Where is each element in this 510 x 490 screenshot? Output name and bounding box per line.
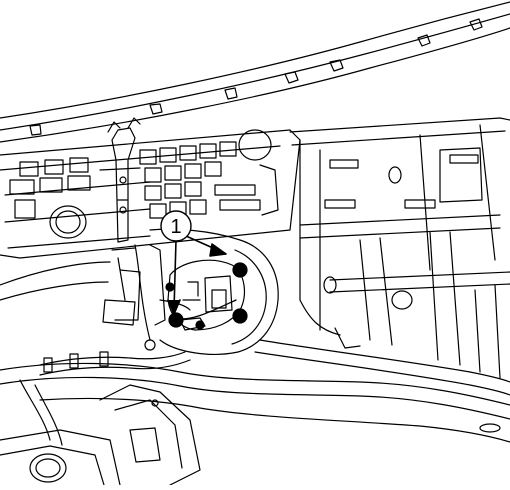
wiring-harness xyxy=(19,351,191,446)
lower-bracket xyxy=(0,384,201,486)
frame-right xyxy=(289,117,510,379)
component-assembly xyxy=(144,259,248,351)
hood-edge xyxy=(0,1,510,143)
callout-circle xyxy=(160,210,192,242)
callout-label: 1 xyxy=(170,216,181,238)
grille-structure xyxy=(0,117,301,259)
removal-arrows xyxy=(167,235,237,320)
lower-edge xyxy=(0,261,510,443)
lamp-housing xyxy=(102,228,279,355)
